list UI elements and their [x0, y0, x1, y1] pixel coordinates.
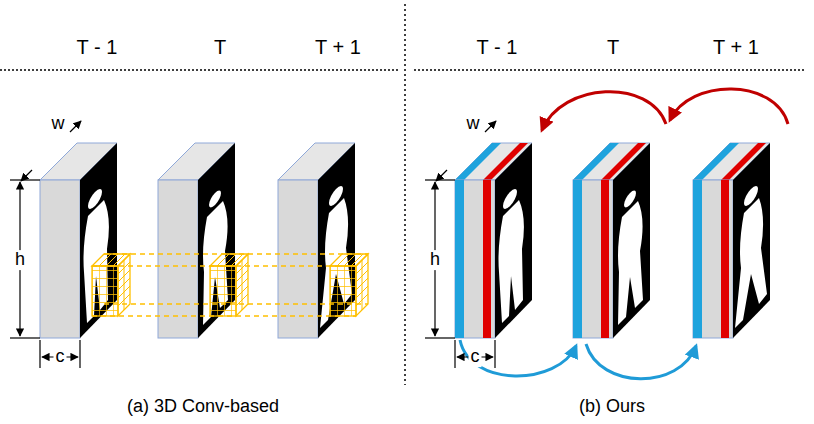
dimension-marks [10, 121, 81, 368]
time-step-header: T - 1 [77, 36, 118, 58]
panel-caption: (a) 3D Conv-based [127, 397, 279, 417]
time-step-header: T [607, 36, 619, 58]
dimension-label: c [54, 347, 67, 367]
dimension-label: h [428, 250, 442, 270]
panel-divider [404, 4, 406, 385]
dimension-label: w [467, 114, 480, 134]
dimension-marks [425, 121, 496, 368]
header-rule [414, 69, 806, 71]
frame-slab [455, 143, 770, 338]
header-rule [0, 69, 398, 71]
conv-kernel [92, 254, 368, 316]
time-step-header: T - 1 [477, 36, 518, 58]
frame-slab [40, 143, 355, 338]
panel-caption: (b) Ours [579, 397, 645, 417]
dimension-label: h [13, 250, 27, 270]
dimension-label: c [469, 347, 482, 367]
time-step-header: T + 1 [315, 36, 361, 58]
time-step-header: T + 1 [713, 36, 759, 58]
time-step-header: T [214, 36, 226, 58]
dimension-label: w [52, 114, 65, 134]
shift-arrows [460, 89, 788, 379]
